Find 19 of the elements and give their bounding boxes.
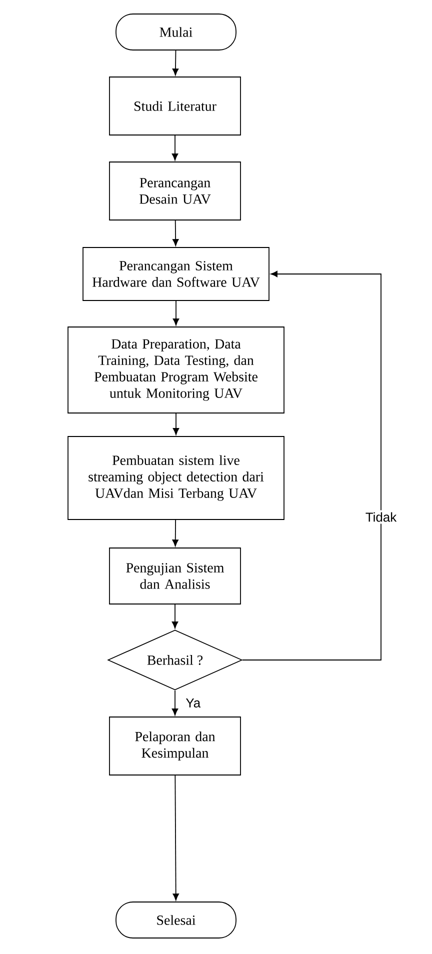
process-box: Perancangan Desain UAV — [109, 162, 241, 220]
arrow — [172, 520, 178, 546]
process-box: Pengujian Sistem dan Analisis — [109, 548, 241, 604]
arrow — [172, 220, 179, 246]
arrow — [172, 50, 179, 76]
arrow — [172, 300, 180, 326]
arrow — [242, 270, 382, 660]
process-box: Studi Literatur — [109, 76, 241, 136]
process-box: Data Preparation, Data Training, Data Testing, dan Pembuatan Program Website untuk Monitoring UAV — [68, 326, 284, 414]
edge-label: Ya — [184, 696, 203, 710]
process-box: Perancangan Sistem Hardware dan Software UAV — [82, 247, 270, 301]
arrow — [172, 604, 178, 628]
process-box: Pelaporan dan Kesimpulan — [109, 716, 241, 776]
arrow — [172, 775, 179, 900]
process-box: Pembuatan sistem live streaming object detection dari UAVdan Misi Terbang UAV — [68, 436, 284, 520]
arrow — [172, 690, 178, 716]
edge-label: Tidak — [363, 510, 399, 524]
arrow — [172, 413, 180, 435]
arrow — [172, 135, 178, 160]
